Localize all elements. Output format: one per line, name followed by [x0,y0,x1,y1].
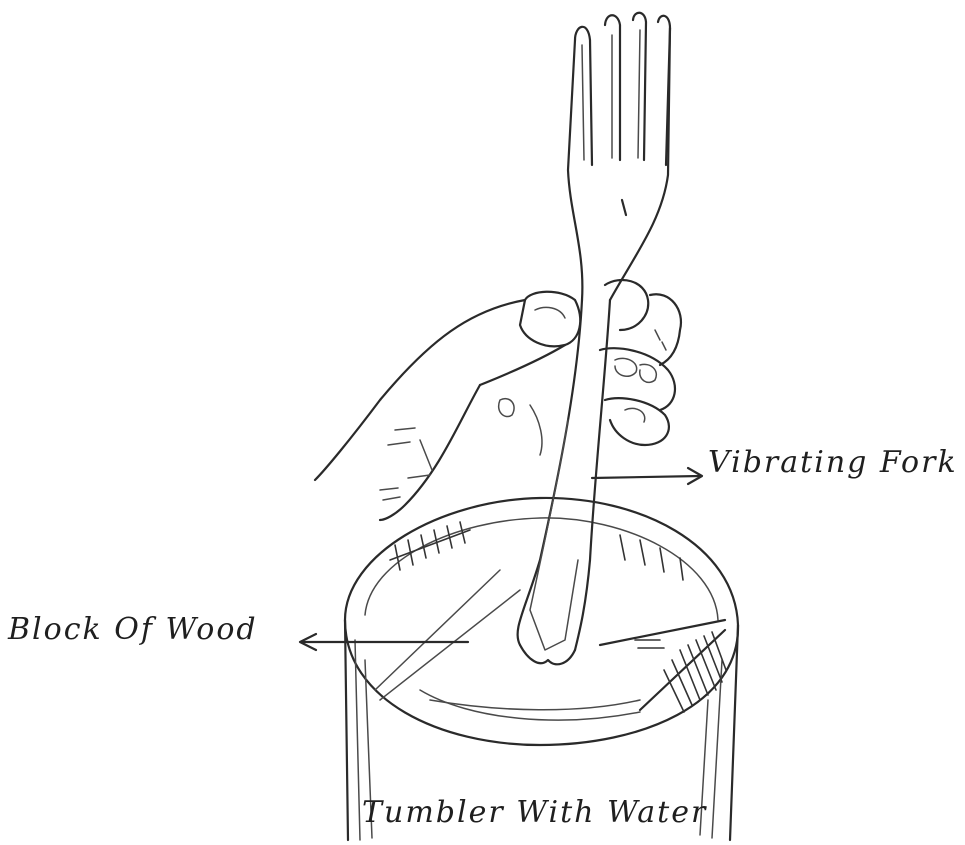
fork [518,13,670,665]
rim-hatching-left [390,522,470,570]
arrow-block-of-wood [300,634,468,650]
arrow-vibrating-fork [592,468,702,484]
block-of-wood-label: Block Of Wood [8,612,258,647]
tumbler-with-water-label: Tumbler With Water [362,795,707,830]
hand [315,280,681,520]
vibrating-fork-label: Vibrating Fork [708,445,958,480]
